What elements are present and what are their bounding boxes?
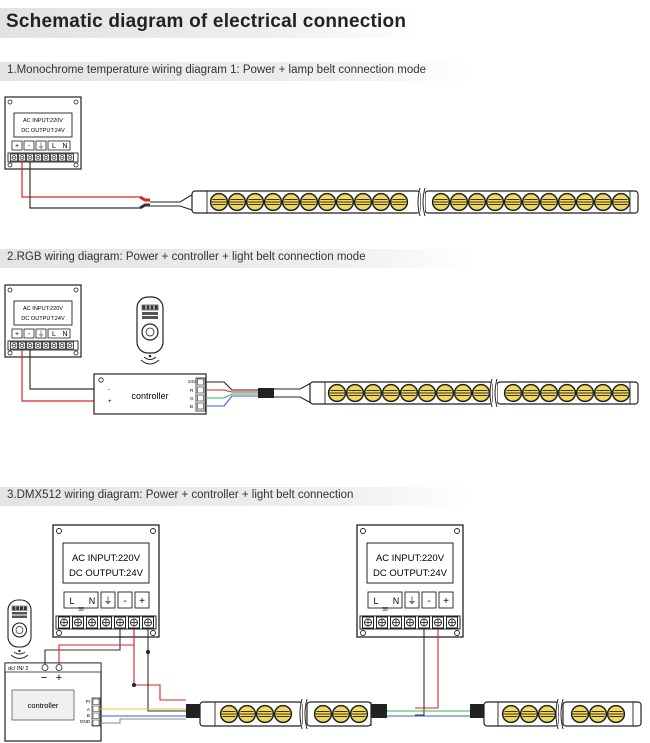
psu-2-term-n: N: [62, 331, 67, 338]
section-1-wires: [21, 162, 196, 212]
section-header-3: 3.DMX512 wiring diagram: Power + control…: [0, 487, 472, 506]
dmx-pin-gnd: GND: [80, 719, 91, 724]
psu-2-term-minus: -: [28, 331, 31, 338]
section-3-label: 3.DMX512 wiring diagram: Power + control…: [7, 489, 354, 501]
psu-3-right-term-l: L: [373, 596, 378, 606]
psu-3-right: AC INPUT:220V DC OUTPUT:24V L 35 N ⏚ - +: [356, 524, 464, 638]
rgb-controller-in-minus: -: [108, 387, 110, 393]
psu-3-right-term-plus: +: [443, 596, 449, 607]
title-bar: Schematic diagram of electrical connecti…: [0, 8, 420, 38]
psu-3-right-dc-output: DC OUTPUT:24V: [373, 568, 448, 579]
led-strip-3: [186, 698, 642, 730]
psu-3-left-term-minus: -: [123, 596, 126, 607]
psu-2-term-l: L: [52, 331, 56, 338]
psu-3-right-term-ground: ⏚: [407, 596, 416, 606]
psu-1-ac-input: AC INPUT:220V: [23, 118, 63, 124]
psu-3-left-term-l: L: [69, 596, 74, 606]
psu-2: AC INPUT:220V DC OUTPUT:24V + - ⏚ L N: [4, 284, 82, 358]
rgb-pin-g: G: [190, 396, 194, 401]
psu-1-term-plus: +: [15, 143, 19, 150]
rgb-controller-in-plus: +: [108, 399, 112, 405]
dmx-controller-plus: +: [56, 672, 62, 684]
psu-3-left-subscript: 35: [78, 607, 84, 613]
dmx-wires: [44, 629, 470, 724]
psu-1: AC INPUT:220V DC OUTPUT:24V + - ⏚ L N: [4, 96, 82, 170]
rgb-wires-in: [21, 350, 94, 402]
psu-1-term-l: L: [52, 143, 56, 150]
psu-3-right-ac-input: AC INPUT:220V: [376, 553, 445, 564]
psu-1-term-minus: -: [28, 143, 31, 150]
led-strip-2: [309, 378, 639, 408]
psu-3-right-term-n: N: [393, 596, 400, 606]
dmx-pin-a: A: [87, 707, 91, 712]
section-header-1: 1.Monochrome temperature wiring diagram …: [0, 62, 472, 81]
dmx-controller-header: dc/ IN/ 2: [8, 666, 28, 672]
dmx-controller-minus: −: [41, 672, 47, 684]
rgb-pin-b: B: [190, 404, 193, 409]
psu-2-ac-input: AC INPUT:220V: [23, 306, 63, 312]
psu-3-right-term-minus: -: [427, 596, 430, 607]
dmx-controller: dc/ IN/ 2 − + controller PI A B GND: [4, 662, 102, 742]
page-title: Schematic diagram of electrical connecti…: [6, 11, 407, 32]
psu-3-left-dc-output: DC OUTPUT:24V: [69, 568, 144, 579]
psu-3-left-term-plus: +: [139, 596, 145, 607]
dmx-pin-pi: PI: [86, 699, 90, 704]
psu-3-left-term-n: N: [89, 596, 96, 606]
rgb-wires-out: [205, 381, 314, 407]
rgb-pin-24v: 24V: [188, 379, 197, 384]
led-strip-1: [191, 187, 639, 217]
psu-3-right-subscript: 35: [382, 607, 388, 613]
rgb-pin-r: R: [190, 388, 194, 393]
psu-2-term-ground: ⏚: [38, 330, 45, 338]
section-header-2: 2.RGB wiring diagram: Power + controller…: [0, 249, 472, 268]
dmx-pin-b: B: [87, 713, 90, 718]
psu-1-term-n: N: [62, 143, 67, 150]
dmx-controller-label: controller: [28, 701, 59, 710]
psu-2-term-plus: +: [15, 331, 19, 338]
dmx-remote: [7, 599, 32, 659]
section-2-label: 2.RGB wiring diagram: Power + controller…: [7, 251, 366, 263]
rgb-controller: - + controller 24V R G B: [93, 373, 207, 415]
psu-3-left-term-ground: ⏚: [103, 596, 112, 606]
psu-3-left: AC INPUT:220V DC OUTPUT:24V L 35 N ⏚ - +: [52, 524, 160, 638]
rgb-remote: [136, 296, 164, 365]
psu-1-term-ground: ⏚: [38, 142, 45, 150]
psu-2-dc-output: DC OUTPUT:24V: [21, 316, 65, 322]
rgb-controller-label: controller: [131, 391, 168, 401]
psu-1-dc-output: DC OUTPUT:24V: [21, 128, 65, 134]
psu-3-left-ac-input: AC INPUT:220V: [72, 553, 141, 564]
section-1-label: 1.Monochrome temperature wiring diagram …: [7, 64, 427, 76]
